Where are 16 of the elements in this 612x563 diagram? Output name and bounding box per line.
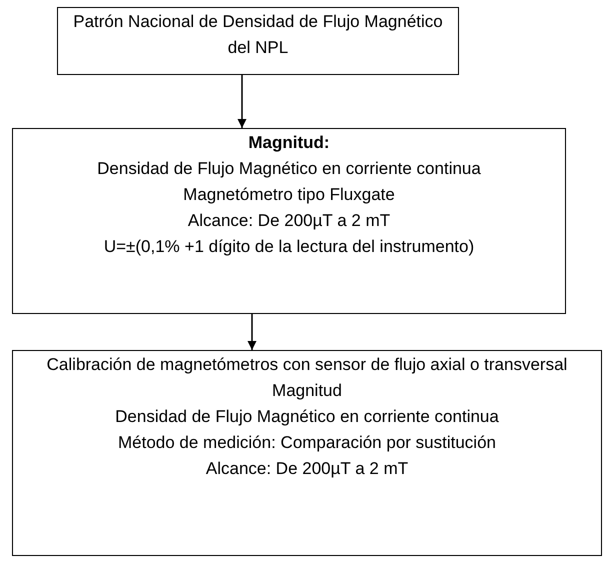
arrow [248, 314, 256, 350]
info-line: Alcance: De 200µT a 2 mT [188, 210, 390, 232]
info-line: U=±(0,1% +1 dígito de la lectura del instrumento) [104, 236, 474, 258]
info-box [12, 350, 602, 556]
info-line: Método de medición: Comparación por sustitución [118, 432, 496, 454]
heading: Magnitud: [248, 132, 330, 154]
arrow [238, 75, 246, 128]
info-box [12, 128, 566, 314]
info-line: Calibración de magnetómetros con sensor de flujo axial o transversal [46, 354, 568, 376]
info-line: Magnitud [272, 380, 342, 402]
info-line: Alcance: De 200µT a 2 mT [206, 458, 408, 480]
info-line: Densidad de Flujo Magnético en corriente continua [97, 158, 481, 180]
info-line: Densidad de Flujo Magnético en corriente continua [115, 406, 499, 428]
box-text: Patrón Nacional de Densidad de Flujo Magnético del NPL [72, 11, 444, 59]
info-line: Magnetómetro tipo Fluxgate [183, 184, 395, 206]
process-box [57, 7, 459, 75]
